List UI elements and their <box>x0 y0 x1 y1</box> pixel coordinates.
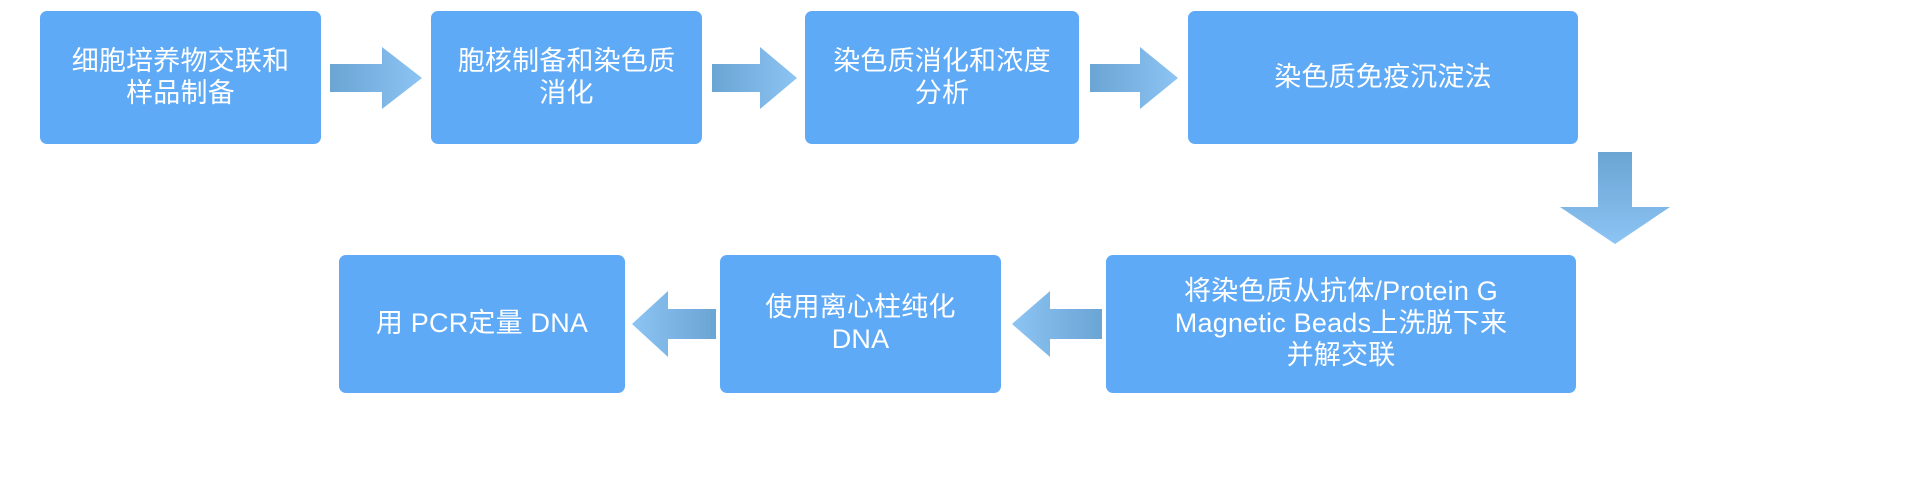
flow-node-2-label: 胞核制备和染色质 消化 <box>457 45 676 108</box>
flow-node-3[interactable]: 染色质消化和浓度 分析 <box>805 11 1079 144</box>
arrow-node2-to-node3 <box>712 47 797 109</box>
arrow-node3-to-node4 <box>1090 47 1178 109</box>
flow-node-1[interactable]: 细胞培养物交联和 样品制备 <box>40 11 321 144</box>
flow-node-3-label: 染色质消化和浓度 分析 <box>833 45 1051 108</box>
flow-node-4[interactable]: 染色质免疫沉淀法 <box>1188 11 1578 144</box>
arrow-node6-to-node7 <box>632 291 716 357</box>
flow-node-2[interactable]: 胞核制备和染色质 消化 <box>431 11 702 144</box>
arrow-node4-to-node5 <box>1560 152 1670 244</box>
flow-node-7[interactable]: 用 PCR定量 DNA <box>339 255 625 393</box>
arrow-node1-to-node2 <box>330 47 422 109</box>
flow-node-1-label: 细胞培养物交联和 样品制备 <box>71 45 290 108</box>
flow-node-6[interactable]: 使用离心柱纯化 DNA <box>720 255 1001 393</box>
flow-node-7-label: 用 PCR定量 DNA <box>375 308 589 339</box>
flow-node-4-label: 染色质免疫沉淀法 <box>1274 61 1492 92</box>
flow-node-5[interactable]: 将染色质从抗体/Protein G Magnetic Beads上洗脱下来 并解… <box>1106 255 1576 393</box>
flow-node-5-label: 将染色质从抗体/Protein G Magnetic Beads上洗脱下来 并解… <box>1174 276 1508 370</box>
arrow-node5-to-node6 <box>1012 291 1102 357</box>
flow-node-6-label: 使用离心柱纯化 DNA <box>765 292 956 354</box>
